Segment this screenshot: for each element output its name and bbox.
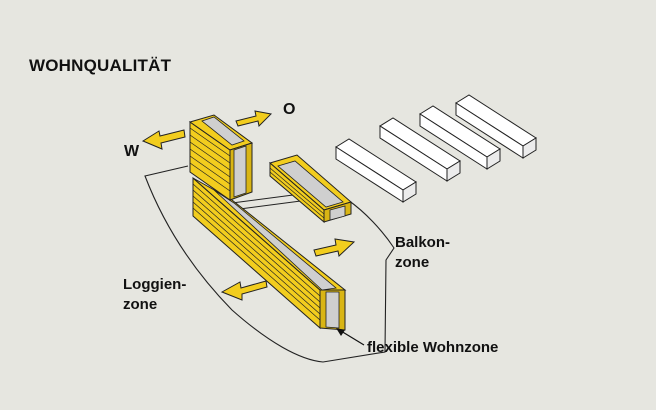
- arrow-left-icon: [141, 129, 186, 150]
- direction-label-east: O: [283, 101, 296, 118]
- future-unit-block: [379, 117, 461, 182]
- future-unit-block: [419, 105, 501, 170]
- future-unit-block: [455, 94, 537, 159]
- page-title: WOHNQUALITÄT: [29, 56, 172, 75]
- flexible-zone-label: flexible Wohnzone: [367, 339, 499, 356]
- balcony-zone-label: Balkon- zone: [395, 234, 451, 271]
- future-unit-blocks: [335, 94, 537, 203]
- direction-label-west: W: [124, 143, 140, 160]
- arrow-right-icon: [313, 238, 356, 257]
- arrow-right-icon: [235, 110, 273, 128]
- balcony-element: [268, 154, 353, 224]
- future-unit-block: [335, 138, 417, 203]
- timber-unit-main: [188, 114, 347, 331]
- arrow-left-icon: [220, 280, 268, 301]
- pointer-arrow-icon: [336, 328, 365, 346]
- loggia-zone-label: Loggien- zone: [123, 276, 187, 313]
- site-outline: [144, 165, 395, 363]
